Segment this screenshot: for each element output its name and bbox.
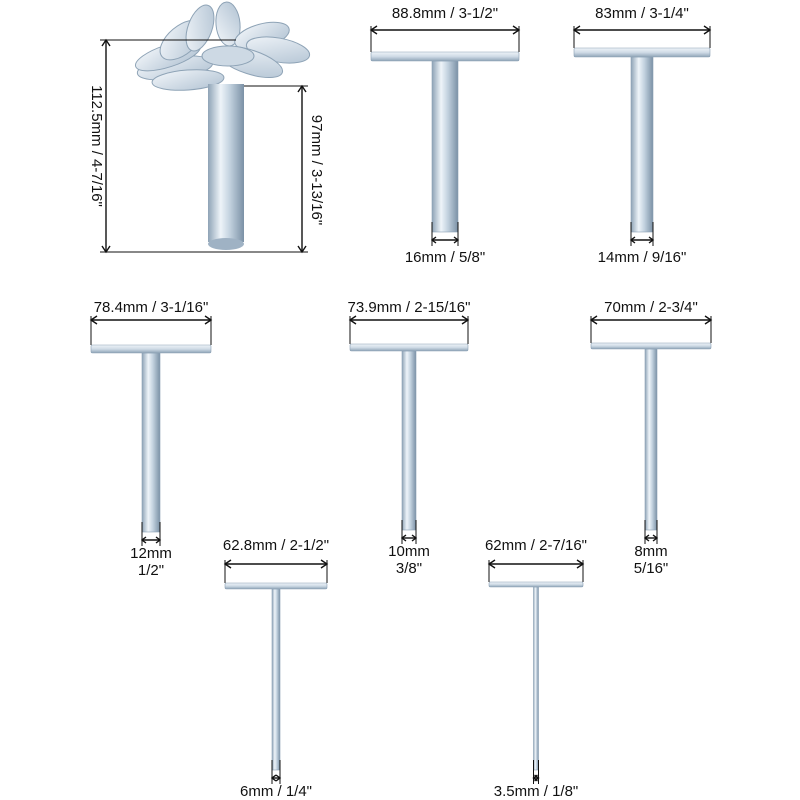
head-width-label: 62mm / 2-7/16" [485,537,587,554]
shaft-diameter-label: 16mm / 5/8" [405,249,485,266]
shaft-diameter-label: 1/2" [138,562,164,579]
head-width-dimension [348,315,470,325]
bit-head-plate [90,344,212,354]
shaft-diameter-dimension [430,236,460,244]
t-bit-4 [348,315,470,544]
shaft-diameter-dimension [532,774,540,782]
head-width-label: 70mm / 2-3/4" [604,299,698,316]
shaft-height-dimension [297,84,307,254]
shaft-diameter-dimension [629,236,655,244]
shaft-diameter-dimension [270,774,282,782]
overall-height-label: 112.5mm / 4-7/16" [88,85,105,207]
t-bit-2 [572,25,712,246]
shaft-diameter-label: 3/8" [396,560,422,577]
head-width-dimension [589,315,713,325]
bit-head-plate [224,582,328,590]
bit-head-plate [488,581,584,588]
t-bit-1 [369,25,521,246]
shaft-diameter-label: 6mm / 1/4" [240,783,312,800]
head-width-dimension [369,25,521,35]
shaft-diameter-label: 10mm [388,543,430,560]
head-width-dimension [223,559,329,569]
bit-shaft [141,352,161,533]
dimension-marks: 112.5mm / 4-7/16" 97mm / 3-13/16" 88.8mm /… [88,5,713,800]
stacked-shaft [208,84,244,242]
hub [201,45,255,67]
bit-head-plate [573,47,711,58]
head-width-label: 73.9mm / 2-15/16" [348,299,471,316]
head-width-dimension [89,315,213,325]
head-width-label: 78.4mm / 3-1/16" [94,299,209,316]
head-width-dimension [487,559,585,569]
bit-head-plate [370,51,520,62]
bit-shaft [533,586,539,771]
shaft-diameter-label: 3.5mm / 1/8" [494,783,579,800]
head-width-dimension [572,25,712,35]
shaft-diameter-label: 5/16" [634,560,669,577]
t-bit-6 [223,559,329,784]
bit-shaft [630,56,654,233]
bit-shaft [271,588,281,771]
head-width-label: 62.8mm / 2-1/2" [223,537,329,554]
head-width-label: 83mm / 3-1/4" [595,5,689,22]
t-bit-5 [589,315,713,544]
shaft-height-label: 97mm / 3-13/16" [308,115,325,225]
shaft-diameter-dimension [400,534,418,542]
shaft-diameter-label: 8mm [634,543,667,560]
t-bit-3 [89,315,213,546]
t-bit-7 [487,559,585,784]
shaft-diameter-label: 12mm [130,545,172,562]
stacked-set-illustration [134,1,311,250]
shaft-diameter-dimension [643,534,659,542]
bit-head-plate [349,343,469,352]
bit-shaft [401,350,417,531]
head-width-label: 88.8mm / 3-1/2" [392,5,498,22]
bit-shaft [431,60,459,233]
bit-head-plate [590,342,712,350]
shaft-diameter-dimension [140,536,162,544]
bit-shaft [644,348,658,531]
shaft-diameter-label: 14mm / 9/16" [598,249,687,266]
